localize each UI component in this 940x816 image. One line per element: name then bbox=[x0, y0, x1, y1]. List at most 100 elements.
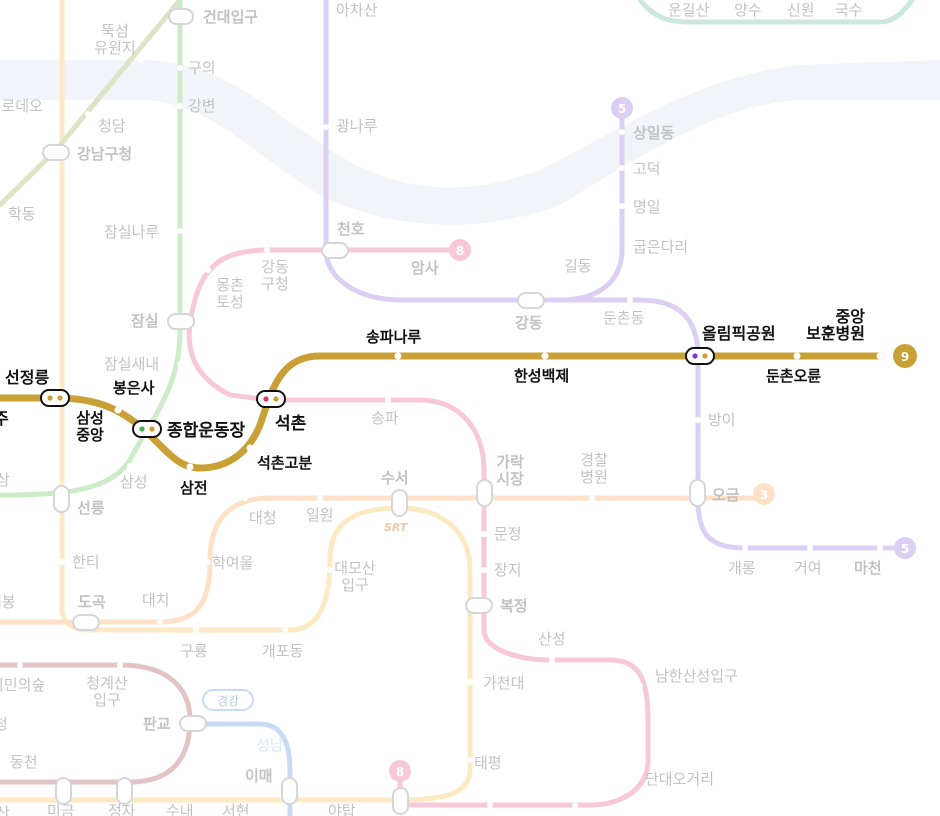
label-gaepo: 개포동 bbox=[262, 642, 304, 660]
station-dot[interactable] bbox=[467, 757, 473, 763]
transfer-dot bbox=[57, 395, 63, 401]
station-dot[interactable] bbox=[481, 531, 487, 537]
line8-badge-bottom[interactable] bbox=[389, 760, 411, 782]
station-dot[interactable] bbox=[487, 802, 493, 808]
label-seokchon: 석촌 bbox=[275, 414, 307, 434]
transfer-suseo[interactable] bbox=[391, 489, 408, 517]
label-yangsu: 양수 bbox=[734, 1, 762, 19]
station-dot[interactable] bbox=[742, 545, 748, 551]
label-irwon: 일원 bbox=[306, 506, 334, 524]
line-bundang-route bbox=[0, 505, 473, 803]
transfer-konkuk[interactable] bbox=[168, 8, 194, 25]
station-dot[interactable] bbox=[317, 495, 323, 501]
label-macheon: 마천 bbox=[854, 559, 882, 577]
station-dot[interactable] bbox=[589, 495, 595, 501]
station-dot[interactable] bbox=[282, 627, 288, 633]
station-dot[interactable] bbox=[385, 397, 391, 403]
transfer-jamsil[interactable] bbox=[167, 313, 195, 330]
station-dot[interactable] bbox=[619, 165, 625, 171]
station-dot[interactable] bbox=[587, 279, 593, 285]
station-dot-line9[interactable] bbox=[394, 352, 402, 360]
transfer-olympic[interactable] bbox=[685, 347, 715, 365]
station-dot[interactable] bbox=[572, 802, 578, 808]
station-dot[interactable] bbox=[695, 417, 701, 423]
station-dot[interactable] bbox=[257, 727, 263, 733]
transfer-dot bbox=[139, 426, 145, 432]
transfer-ogeum[interactable] bbox=[689, 479, 706, 507]
station-dot[interactable] bbox=[157, 619, 163, 625]
station-dot[interactable] bbox=[467, 679, 473, 685]
transfer-dogok[interactable] bbox=[72, 614, 100, 631]
station-dot-line9[interactable] bbox=[186, 463, 194, 471]
station-dot[interactable] bbox=[137, 57, 143, 63]
transfer-sports-complex[interactable] bbox=[132, 420, 162, 438]
station-dot[interactable] bbox=[177, 65, 183, 71]
station-dot[interactable] bbox=[327, 567, 333, 573]
station-dot[interactable] bbox=[609, 243, 615, 249]
line5-badge[interactable] bbox=[611, 97, 633, 119]
transfer-gangdong[interactable] bbox=[517, 292, 545, 309]
transfer-seokchon[interactable] bbox=[256, 390, 286, 408]
station-dot[interactable] bbox=[637, 683, 643, 689]
station-dot[interactable] bbox=[177, 103, 183, 109]
transfer-seolleung[interactable] bbox=[53, 485, 70, 513]
line9-badge[interactable] bbox=[893, 344, 917, 368]
station-dot[interactable] bbox=[481, 567, 487, 573]
station-dot[interactable] bbox=[85, 111, 91, 117]
label-guksu: 국수 bbox=[835, 1, 863, 19]
station-dot[interactable] bbox=[205, 267, 211, 273]
station-dot[interactable] bbox=[127, 463, 133, 469]
station-dot[interactable] bbox=[59, 559, 65, 565]
transfer-cheonho[interactable] bbox=[321, 242, 349, 259]
gyeonggang-badge[interactable] bbox=[202, 689, 254, 711]
transfer-l8-bottom[interactable] bbox=[392, 787, 409, 815]
station-dot[interactable] bbox=[323, 124, 329, 130]
station-dot-line9[interactable] bbox=[793, 352, 801, 360]
station-dot[interactable] bbox=[877, 545, 883, 551]
station-dot[interactable] bbox=[807, 545, 813, 551]
transfer-migeum[interactable] bbox=[55, 777, 72, 805]
station-dot-line9[interactable] bbox=[246, 444, 254, 452]
station-dot[interactable] bbox=[619, 203, 625, 209]
label-hakdong: 학동 bbox=[8, 205, 36, 223]
station-dot[interactable] bbox=[193, 627, 199, 633]
station-dot[interactable] bbox=[264, 247, 270, 253]
label-godeok: 고덕 bbox=[633, 160, 661, 178]
transfer-garak[interactable] bbox=[476, 479, 493, 507]
line5-badge-macheon[interactable] bbox=[894, 537, 916, 559]
line-5-route bbox=[323, 0, 625, 303]
station-dot[interactable] bbox=[242, 495, 248, 501]
transfer-pangyo[interactable] bbox=[179, 715, 207, 732]
label-taepyeong: 태평 bbox=[474, 754, 502, 772]
label-pangyo: 판교 bbox=[143, 715, 171, 733]
label-gwangnaru: 광나루 bbox=[336, 117, 378, 135]
station-dot[interactable] bbox=[637, 765, 643, 771]
station-dot[interactable] bbox=[177, 361, 183, 367]
label-gubeun: 굽은다리 bbox=[633, 238, 688, 256]
label-jamsilsaenae: 잠실새내 bbox=[104, 355, 159, 373]
line-gyeongui-route bbox=[637, 0, 915, 25]
transfer-bokjeong[interactable] bbox=[465, 597, 493, 614]
station-dot[interactable] bbox=[205, 559, 211, 565]
label-namhansan: 남한산성입구 bbox=[655, 667, 738, 685]
station-dot-line9[interactable] bbox=[876, 352, 884, 360]
station-dot[interactable] bbox=[177, 228, 183, 234]
station-dot[interactable] bbox=[117, 662, 123, 668]
transfer-gangnamgu[interactable] bbox=[42, 144, 70, 161]
station-dot[interactable] bbox=[619, 129, 625, 135]
transfer-imae[interactable] bbox=[281, 777, 298, 805]
line8-badge[interactable] bbox=[449, 239, 471, 261]
label-left-sam: 삼 bbox=[0, 471, 10, 489]
line3-badge[interactable] bbox=[753, 483, 775, 505]
station-dot[interactable] bbox=[17, 662, 23, 668]
station-dot[interactable] bbox=[627, 297, 633, 303]
transfer-seonjeongneung[interactable] bbox=[40, 389, 70, 407]
transfer-jeongja[interactable] bbox=[116, 777, 133, 805]
station-dot-line9[interactable] bbox=[114, 406, 122, 414]
station-dot-line9[interactable] bbox=[541, 352, 549, 360]
station-dot[interactable] bbox=[549, 657, 555, 663]
